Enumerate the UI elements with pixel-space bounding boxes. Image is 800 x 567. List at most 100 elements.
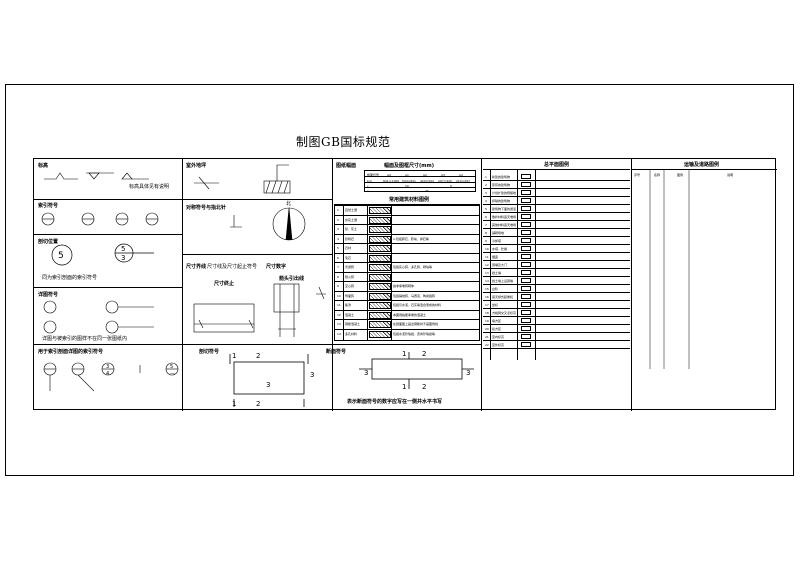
- plan-row-line: [483, 308, 630, 309]
- dimension-drawing: [193, 283, 326, 337]
- paper-size-table: 幅面代号 A0 A1 A2 A3 A4 b×l 841×1189 594×841…: [364, 170, 476, 193]
- materials-cell-note: 指非承重砖砌体: [393, 284, 415, 288]
- plan-col-line: [490, 170, 491, 360]
- label-sec-symbol: 断面符号: [326, 349, 347, 355]
- paper-row-line-3: [365, 187, 475, 188]
- plan-cell-name: 散状材料露天堆场: [492, 215, 517, 219]
- sec-num-1: 1: [402, 350, 406, 358]
- materials-swatch: [369, 216, 391, 224]
- plan-cell-name: 新建的建筑物: [492, 175, 511, 179]
- materials-row-line: [335, 243, 479, 244]
- materials-cell-name: 混凝土: [345, 312, 355, 317]
- label-detail: 详图符号: [38, 292, 59, 298]
- plan-cell-no: 11: [485, 255, 489, 259]
- materials-cell-name: 砂砾石: [345, 236, 355, 241]
- plan-cell-name: 建筑物下面的通道: [492, 207, 517, 211]
- materials-swatch: [369, 321, 391, 328]
- plan-cell-name: 拆除的建筑物: [492, 199, 511, 203]
- materials-cell-no: 12: [337, 312, 341, 317]
- transport-header-0: 序号: [634, 173, 641, 177]
- plan-cell-name: 坐标: [492, 303, 499, 307]
- plan-symbol: [521, 286, 531, 291]
- divider-row-e: [182, 199, 332, 200]
- materials-cell-no: 10: [337, 293, 341, 298]
- plan-cell-no: 4: [485, 199, 487, 203]
- materials-cell-name: 普通砖: [345, 265, 355, 269]
- label-dim-note: 尺寸线及尺寸起止符号: [207, 264, 258, 270]
- divider-row-b: [34, 234, 182, 235]
- materials-swatch: [369, 254, 391, 262]
- materials-swatch: [369, 311, 391, 319]
- plan-cell-name: 铺砌场地: [492, 231, 505, 235]
- paper-row1-1: 841×1189: [383, 179, 399, 183]
- plan-cell-no: 1: [485, 175, 487, 179]
- materials-cell-note: 包括实心砖、多孔砖、砌块等: [393, 265, 433, 269]
- materials-swatch: [369, 226, 391, 233]
- cut-num-2: 2: [256, 352, 260, 360]
- label-paper: 图纸幅面: [336, 163, 357, 169]
- sec-num-2: 2: [422, 350, 426, 358]
- materials-row-line: [335, 233, 479, 235]
- plan-symbol: [521, 318, 531, 323]
- index-symbols: [41, 212, 159, 226]
- plan-row-line: [483, 188, 630, 189]
- materials-cell-name: 毛石: [345, 255, 352, 260]
- label-index: 索引符号: [38, 203, 59, 209]
- divider-row-a: [34, 199, 182, 200]
- sec-num-4: 3: [466, 369, 470, 377]
- drawing-frame: [5, 84, 794, 476]
- label-materials: 常用建筑材料图例: [389, 197, 430, 203]
- plan-cell-no: 5: [485, 207, 487, 211]
- paper-header-3: A2: [423, 173, 427, 177]
- paper-row2-0: c: [367, 184, 369, 188]
- label-detail-note-1: 详图与被索引的图样不在同一张图纸内: [42, 336, 128, 342]
- plan-row-line: [483, 284, 630, 285]
- label-dimension: 尺寸界线: [186, 264, 207, 270]
- plan-cell-name: 方格网交叉点标高: [492, 311, 517, 315]
- materials-row-line: [335, 281, 479, 282]
- plan-symbol: [521, 254, 531, 259]
- plan-cell-no: 15: [485, 287, 489, 291]
- plan-cell-no: 22: [485, 343, 489, 347]
- materials-swatch: [369, 245, 391, 252]
- paper-row2-1: 10: [405, 184, 409, 188]
- materials-row-line: [335, 252, 479, 254]
- transport-header-1: 名称: [654, 173, 661, 177]
- plan-cell-name: 露天桥式起重机: [492, 295, 514, 299]
- plan-symbol: [521, 182, 531, 187]
- label-leader: 箭头引出线: [279, 276, 305, 282]
- plan-symbol: [521, 334, 531, 339]
- plan-row-line: [483, 228, 630, 229]
- plan-cell-name: 填方区: [492, 319, 502, 323]
- materials-cell-no: 4: [337, 236, 339, 241]
- plan-row-line: [483, 300, 630, 301]
- materials-swatch: [369, 264, 391, 271]
- materials-cell-no: 11: [337, 303, 341, 307]
- paper-row-line-1: [365, 176, 475, 177]
- elevation-symbols: [44, 172, 149, 180]
- plan-cell-no: 16: [485, 295, 489, 299]
- materials-swatch: [369, 273, 391, 281]
- paper-header-4: A3: [441, 173, 445, 177]
- plan-row-line: [483, 244, 630, 245]
- paper-row1-2: 594×841: [402, 179, 416, 183]
- cut-num-3: 3: [266, 381, 270, 389]
- plan-row-line: [483, 196, 630, 197]
- plan-cell-no: 10: [485, 247, 489, 251]
- plan-row-line: [483, 236, 630, 237]
- paper-row1-0: b×l: [367, 179, 373, 183]
- plan-cell-no: 6: [485, 215, 487, 219]
- plan-cell-name: 原有的建筑物: [492, 183, 511, 187]
- materials-cell-name: 饰面砖: [345, 293, 355, 298]
- divider-col-3: [481, 159, 482, 411]
- plan-symbol: [521, 174, 531, 179]
- materials-cell-no: 8: [337, 274, 339, 279]
- plan-cell-name: 台阶: [492, 287, 499, 291]
- plan-symbol: [521, 310, 531, 315]
- plan-row-line: [483, 316, 630, 317]
- materials-cell-no: 6: [337, 255, 339, 260]
- paper-row1-5: 210×297: [456, 179, 470, 183]
- north-label: 北: [286, 200, 291, 207]
- plan-row-line: [483, 220, 630, 221]
- paper-row-line-2: [365, 182, 475, 183]
